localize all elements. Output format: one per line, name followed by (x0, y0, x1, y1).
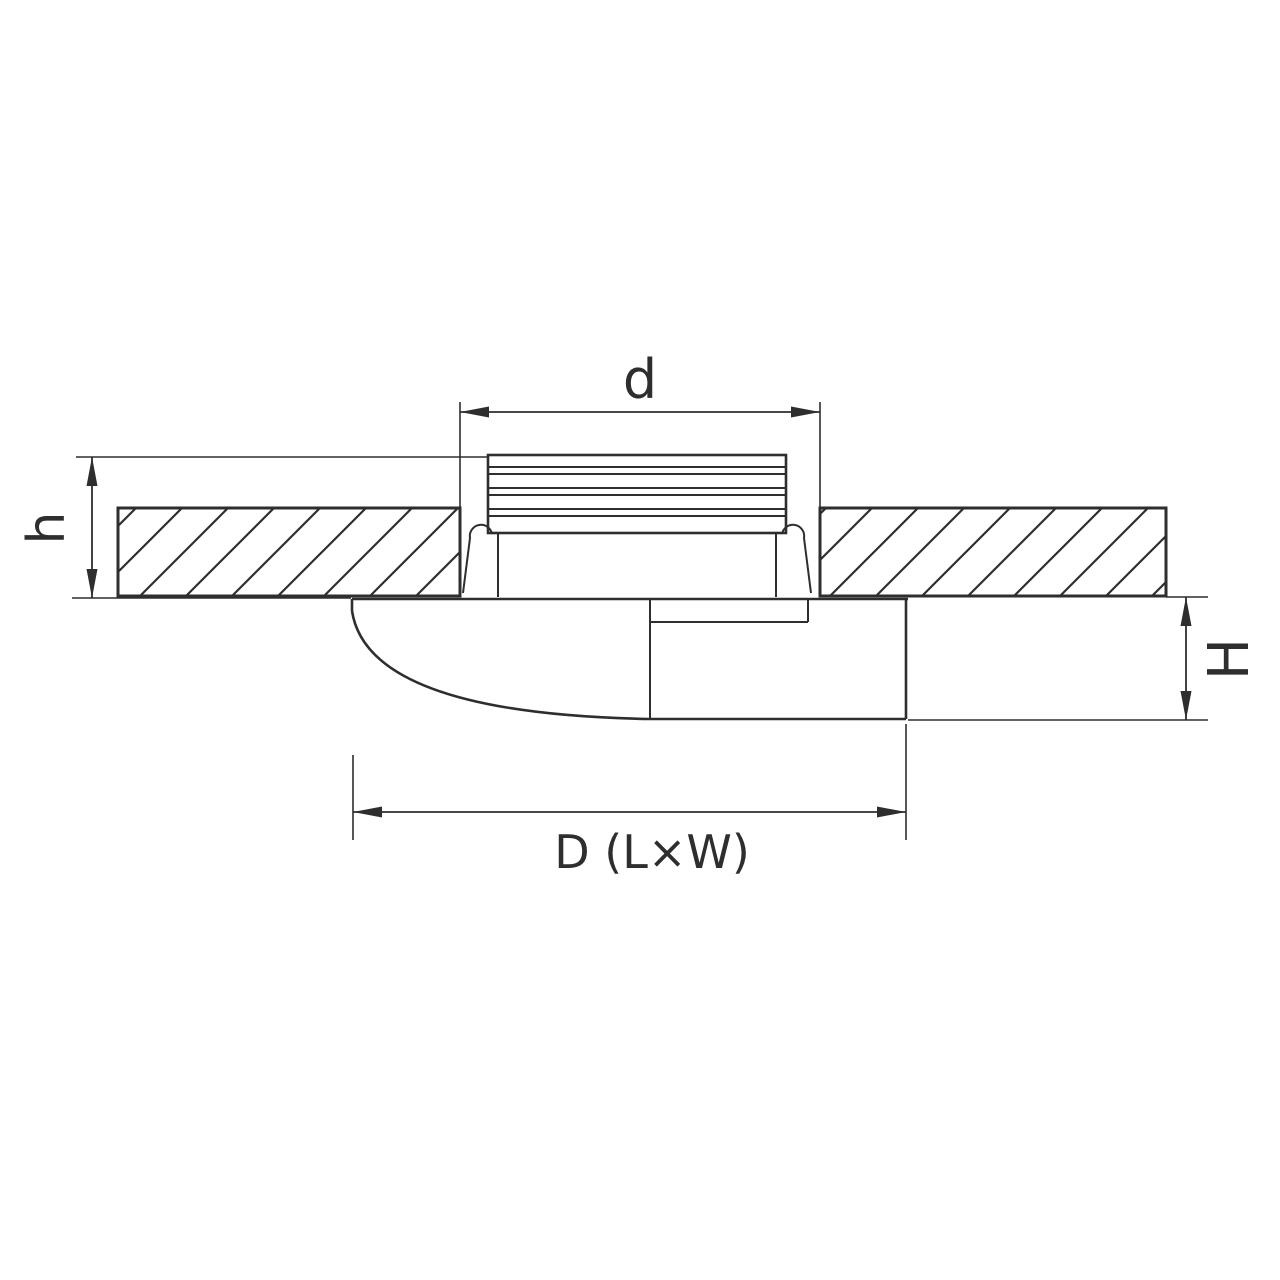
ceiling-panel-left (116, 506, 462, 598)
spring-clip-right (781, 523, 812, 594)
dimension-h-label: h (17, 512, 77, 545)
trim-bezel (350, 597, 908, 721)
lamp-housing-heatsink (486, 453, 788, 597)
dimension-D: D (L×W) (352, 724, 907, 879)
dimension-h: h (17, 456, 487, 599)
ceiling-panel-right (818, 506, 1168, 598)
dimension-D-label: D (L×W) (554, 825, 750, 879)
dimension-H-label: H (1197, 638, 1262, 680)
dimension-d: d (459, 348, 821, 508)
spring-clip-left (462, 523, 493, 594)
dimension-d-label: d (623, 348, 657, 411)
dimension-H: H (908, 596, 1262, 721)
